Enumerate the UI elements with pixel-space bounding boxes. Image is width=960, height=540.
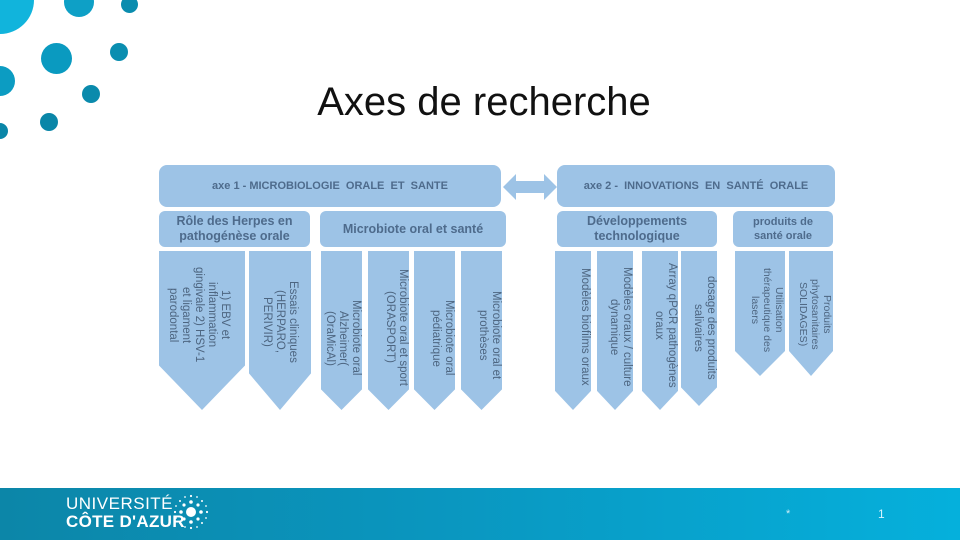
theme-developpements: Développements technologique [557, 211, 717, 247]
decor-dot-icon [0, 123, 8, 139]
project-chevron: Microbiote oral et prothèses [461, 251, 502, 410]
project-label: Essais cliniques (HERPARO, PERIVIR) [261, 281, 299, 363]
decor-dot-icon [41, 43, 72, 74]
project-label: Produits phytosanitaires SOLIDAGES) [797, 278, 833, 350]
project-chevron: Microbiote oral Alzheimer( (OraMicAl) [321, 251, 362, 410]
project-label: Microbiote oral pédiatrique [430, 300, 455, 376]
project-chevron: Microbiote oral pédiatrique [414, 251, 455, 410]
project-label: Modèles biofilms oraux [579, 268, 591, 386]
project-chevron: Modèles oraux / culture dynamique [597, 251, 633, 410]
project-label: Array qPCR pathogènes oraux [653, 262, 678, 388]
footer-marker: * [786, 508, 791, 520]
theme-microbiote: Microbiote oral et santé [320, 211, 506, 247]
project-chevron: Produits phytosanitaires SOLIDAGES) [789, 251, 833, 376]
theme-herpes: Rôle des Herpes en pathogénèse orale [159, 211, 310, 247]
project-chevron: Modèles biofilms oraux [555, 251, 591, 410]
theme-produits: produits de santé orale [733, 211, 833, 247]
decor-dot-icon [82, 85, 100, 103]
decor-dot-icon [40, 113, 58, 131]
project-chevron: Array qPCR pathogènes oraux [642, 251, 678, 410]
decor-dot-icon [0, 66, 15, 96]
decor-dot-icon [0, 0, 34, 34]
decor-dot-icon [64, 0, 94, 17]
axe-1-header: axe 1 - MICROBIOLOGIE ORALE ET SANTE [159, 165, 501, 207]
university-logo-icon [173, 494, 209, 530]
project-label: Microbiote oral et prothèses [477, 290, 502, 380]
project-chevron: 1) EBV et inflammation gingivale 2) HSV-… [159, 251, 245, 410]
footer-bar [0, 488, 960, 540]
project-chevron: dosage des produits salivaires [681, 251, 717, 406]
project-label: 1) EBV et inflammation gingivale 2) HSV-… [167, 267, 231, 363]
project-chevron: Microbiote oral et sport (ORASPORT) [368, 251, 409, 410]
project-label: Microbiote oral et sport (ORASPORT) [384, 268, 409, 386]
page-number: 1 [878, 507, 885, 521]
double-arrow-icon [503, 174, 557, 200]
decor-dot-icon [121, 0, 138, 13]
slide-title: Axes de recherche [317, 80, 651, 124]
university-logo-line1: UNIVERSITÉ [66, 494, 174, 513]
university-logo-line2: CÔTE D'AZUR [66, 512, 185, 531]
project-label: Utilisation thérapeutique des lasers [749, 267, 785, 353]
axe-2-header: axe 2 - INNOVATIONS EN SANTÉ ORALE [557, 165, 835, 207]
project-label: Modèles oraux / culture dynamique [608, 267, 633, 387]
project-chevron: Essais cliniques (HERPARO, PERIVIR) [249, 251, 311, 410]
project-chevron: Utilisation thérapeutique des lasers [735, 251, 785, 376]
decor-dot-icon [110, 43, 128, 61]
project-label: dosage des produits salivaires [692, 276, 717, 380]
project-label: Microbiote oral Alzheimer( (OraMicAl) [324, 300, 362, 376]
